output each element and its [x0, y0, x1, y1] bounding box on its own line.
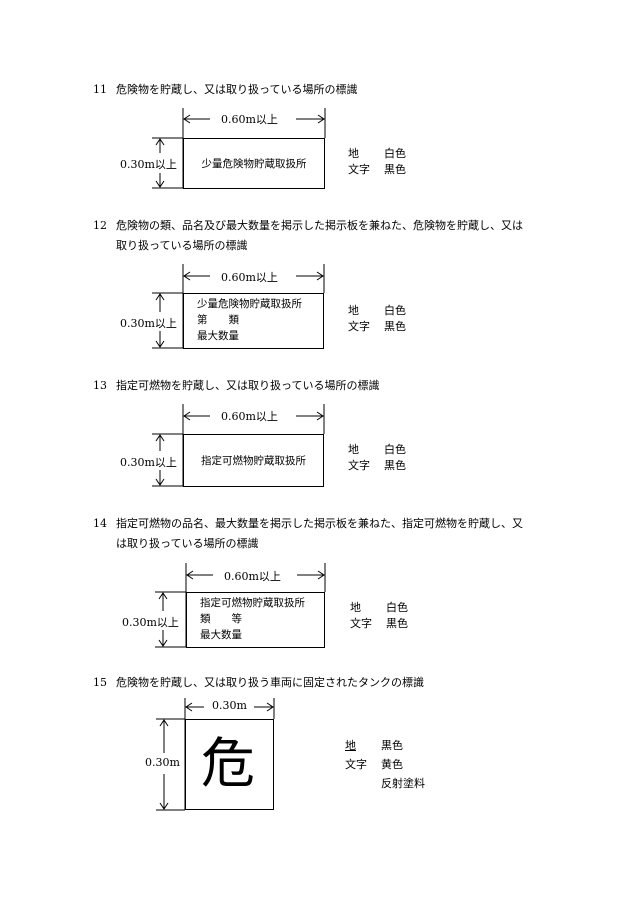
height-label: 0.30m以上 — [120, 158, 177, 171]
section-11-diagram: 0.60m以上 0.30m以上 少量危険物貯蔵取扱所 — [120, 108, 330, 190]
sign-text: 少量危険物貯蔵取扱所 — [201, 157, 307, 170]
heading-text: 指定可燃物を貯蔵し、又は取り扱っている場所の標識 — [116, 379, 380, 392]
sign-board: 少量危険物貯蔵取扱所 第 類 最大数量 — [183, 293, 324, 349]
legend-value: 白色 — [384, 304, 406, 317]
section-number: 14 — [93, 517, 107, 530]
width-label: 0.60m以上 — [224, 570, 281, 583]
legend-key: 地 — [345, 739, 356, 752]
section-15-legend: 地 黒色 文字 黄色 反射塗料 — [345, 738, 445, 792]
legend-key: 地 — [350, 601, 361, 614]
sign-board: 指定可燃物貯蔵取扱所 — [183, 434, 324, 487]
legend-key: 文字 — [348, 163, 370, 176]
legend-value: 白色 — [384, 443, 406, 456]
section-11-heading: 11 危険物を貯蔵し、又は取り扱っている場所の標識 — [93, 80, 593, 100]
width-label: 0.30m — [212, 699, 247, 712]
heading-text: 取り扱っている場所の標識 — [116, 239, 248, 252]
section-13-diagram: 0.60m以上 0.30m以上 指定可燃物貯蔵取扱所 — [120, 404, 330, 488]
section-number: 13 — [93, 379, 107, 392]
heading-text: は取り扱っている場所の標識 — [116, 537, 259, 550]
section-12-heading: 12 危険物の類、品名及び最大数量を掲示した掲示板を兼ねた、危険物を貯蔵し、又は… — [93, 216, 613, 256]
legend-value: 白色 — [384, 147, 406, 160]
danger-character: 危 — [201, 732, 255, 795]
tank-sign-board: 危 — [185, 719, 274, 810]
legend-key: 地 — [348, 304, 359, 317]
sign-text: 類 等 — [200, 613, 242, 625]
legend-key: 文字 — [345, 758, 367, 771]
width-label: 0.60m以上 — [221, 271, 278, 284]
heading-text: 危険物の類、品名及び最大数量を掲示した掲示板を兼ねた、危険物を貯蔵し、又は — [116, 219, 523, 232]
height-label: 0.30m以上 — [122, 616, 179, 629]
section-12-diagram: 0.60m以上 0.30m以上 少量危険物貯蔵取扱所 第 類 最大数量 — [120, 264, 330, 350]
section-number: 15 — [93, 676, 107, 689]
section-11-legend: 地 白色 文字 黒色 — [348, 146, 428, 178]
legend-value: 黒色 — [384, 163, 406, 176]
legend-key: 地 — [348, 443, 359, 456]
dimension-lines — [156, 698, 275, 811]
sign-text: 第 類 — [197, 314, 239, 326]
sign-text: 指定可燃物貯蔵取扱所 — [201, 454, 306, 467]
section-number: 12 — [93, 219, 107, 232]
legend-value: 黒色 — [386, 617, 408, 630]
section-14-legend: 地 白色 文字 黒色 — [350, 600, 430, 632]
height-label: 0.30m以上 — [120, 456, 177, 469]
sign-board: 少量危険物貯蔵取扱所 — [183, 138, 325, 189]
section-15-heading: 15 危険物を貯蔵し、又は取り扱う車両に固定されたタンクの標識 — [93, 673, 593, 693]
section-13-legend: 地 白色 文字 黒色 — [348, 442, 428, 474]
legend-value: 黄色 — [381, 758, 403, 771]
height-label: 0.30m以上 — [120, 317, 177, 330]
section-14-heading: 14 指定可燃物の品名、最大数量を掲示した掲示板を兼ねた、指定可燃物を貯蔵し、又… — [93, 514, 613, 554]
legend-key: 文字 — [348, 320, 370, 333]
section-12-legend: 地 白色 文字 黒色 — [348, 303, 428, 335]
section-13-heading: 13 指定可燃物を貯蔵し、又は取り扱っている場所の標識 — [93, 376, 593, 396]
legend-key: 地 — [348, 147, 359, 160]
heading-text: 危険物を貯蔵し、又は取り扱っている場所の標識 — [116, 83, 358, 96]
legend-value: 白色 — [386, 601, 408, 614]
sign-board: 指定可燃物貯蔵取扱所 類 等 最大数量 — [186, 592, 325, 648]
width-label: 0.60m以上 — [221, 410, 278, 423]
legend-key: 文字 — [350, 617, 372, 630]
sign-text: 最大数量 — [197, 330, 239, 342]
section-number: 11 — [93, 83, 107, 96]
section-15-diagram: 0.30m 0.30m 危 — [140, 698, 280, 813]
legend-value: 反射塗料 — [381, 777, 425, 790]
legend-value: 黒色 — [384, 320, 406, 333]
legend-key: 文字 — [348, 459, 370, 472]
legend-value: 黒色 — [384, 459, 406, 472]
width-label: 0.60m以上 — [221, 113, 278, 126]
height-label: 0.30m — [145, 756, 180, 769]
sign-text: 指定可燃物貯蔵取扱所 — [200, 597, 305, 609]
heading-text: 危険物を貯蔵し、又は取り扱う車両に固定されたタンクの標識 — [116, 676, 424, 689]
section-14-diagram: 0.60m以上 0.30m以上 指定可燃物貯蔵取扱所 類 等 最大数量 — [122, 563, 332, 649]
sign-text: 最大数量 — [200, 629, 242, 641]
heading-text: 指定可燃物の品名、最大数量を掲示した掲示板を兼ねた、指定可燃物を貯蔵し、又 — [116, 517, 523, 530]
legend-value: 黒色 — [381, 739, 403, 752]
sign-text: 少量危険物貯蔵取扱所 — [197, 298, 302, 310]
